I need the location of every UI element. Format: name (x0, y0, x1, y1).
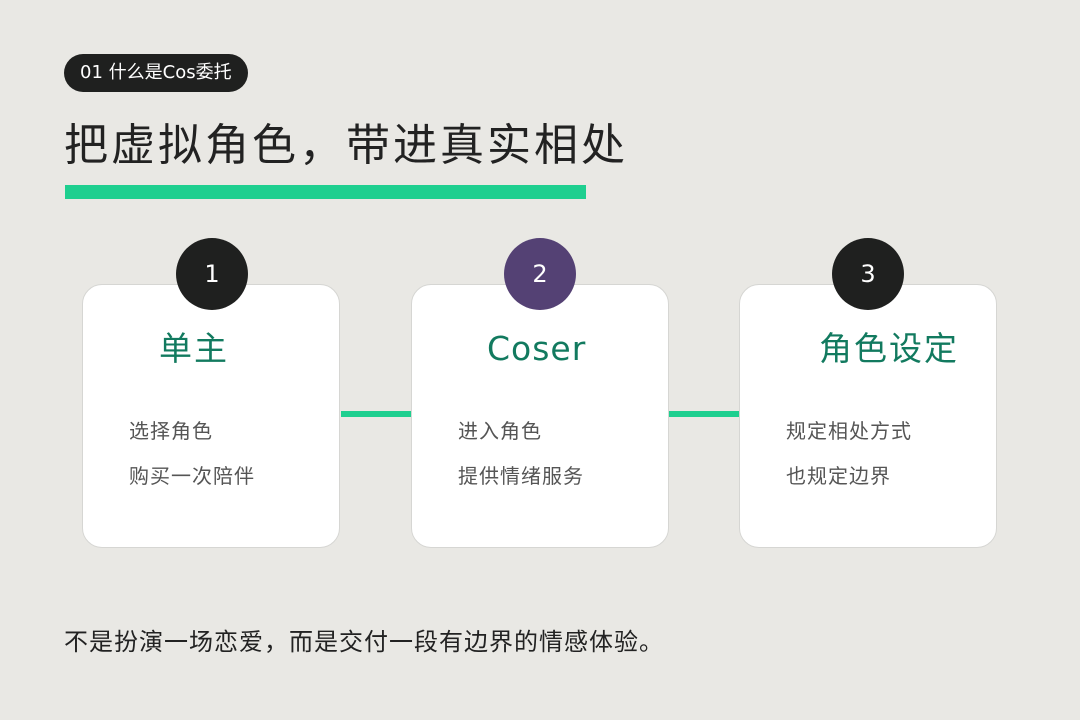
card-line: 选择角色 (129, 419, 213, 443)
role-card-coser: Coser 进入角色 提供情绪服务 (411, 284, 669, 548)
card-line: 提供情绪服务 (458, 464, 584, 488)
card-line: 进入角色 (458, 419, 542, 443)
role-card-character-setting: 角色设定 规定相处方式 也规定边界 (739, 284, 997, 548)
step-badge-3: 3 (832, 238, 904, 310)
title-underline (65, 185, 586, 199)
step-badge-2: 2 (504, 238, 576, 310)
connector-line-1-2 (341, 411, 412, 417)
card-title: Coser (487, 329, 587, 368)
footer-summary: 不是扮演一场恋爱，而是交付一段有边界的情感体验。 (64, 628, 664, 656)
card-line: 购买一次陪伴 (129, 464, 255, 488)
card-title: 单主 (159, 329, 229, 368)
connector-line-2-3 (669, 411, 740, 417)
section-tag: 01 什么是Cos委托 (64, 54, 248, 92)
step-badge-1: 1 (176, 238, 248, 310)
role-card-client: 单主 选择角色 购买一次陪伴 (82, 284, 340, 548)
page-title: 把虚拟角色，带进真实相处 (64, 120, 628, 171)
card-line: 也规定边界 (786, 464, 891, 488)
card-line: 规定相处方式 (786, 419, 912, 443)
card-title: 角色设定 (819, 329, 959, 368)
